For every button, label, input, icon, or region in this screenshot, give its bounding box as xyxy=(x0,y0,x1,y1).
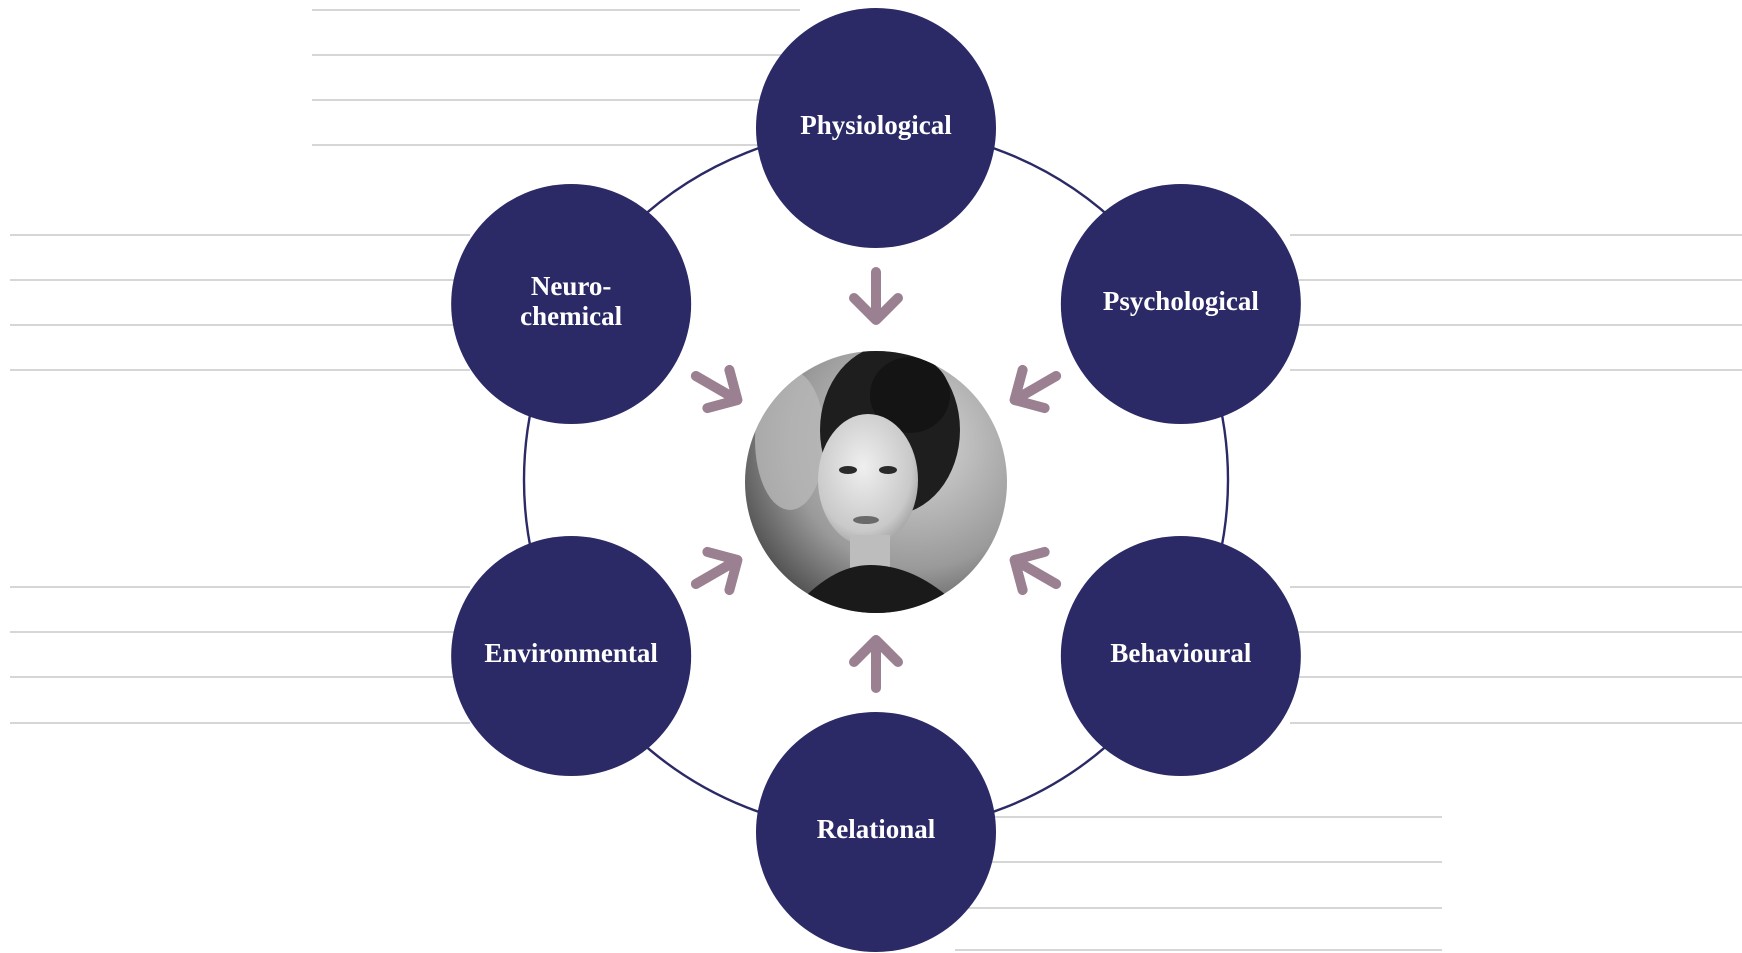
arrow-from-physiological xyxy=(849,267,903,325)
node-circle-physiological xyxy=(756,8,996,248)
arrow-from-neurochemical xyxy=(690,364,743,414)
guide-lines-bottom xyxy=(955,816,1442,951)
arrow-from-behavioural xyxy=(1009,546,1062,596)
node-label-neurochemical-line-2: chemical xyxy=(520,301,622,331)
node-label-relational: Relational xyxy=(817,814,936,844)
arrow-from-psychological xyxy=(1009,364,1062,414)
arrow-from-relational xyxy=(849,635,903,693)
node-physiological: Physiological xyxy=(756,8,996,248)
factor-nodes: PhysiologicalPsychologicalBehaviouralRel… xyxy=(451,8,1301,952)
inward-arrows xyxy=(690,267,1062,693)
guide-lines-top-left xyxy=(312,9,800,146)
guide-lines-left-lower xyxy=(10,586,470,724)
node-label-physiological: Physiological xyxy=(800,110,952,140)
node-label-environmental: Environmental xyxy=(484,638,658,668)
node-psychological: Psychological xyxy=(1060,184,1301,424)
node-circle-psychological xyxy=(1060,184,1301,424)
node-neurochemical: Neuro-chemical xyxy=(451,184,692,424)
node-environmental: Environmental xyxy=(451,536,692,776)
node-label-behavioural: Behavioural xyxy=(1110,638,1252,668)
guide-lines-left-upper xyxy=(10,234,470,371)
node-circle-neurochemical xyxy=(451,184,692,424)
node-label-psychological: Psychological xyxy=(1103,286,1259,316)
guide-lines-right-lower xyxy=(1290,586,1742,724)
node-circle-behavioural xyxy=(1060,536,1301,776)
node-relational: Relational xyxy=(756,712,996,952)
arrow-from-environmental xyxy=(690,546,743,596)
guide-lines-right-upper xyxy=(1290,234,1742,371)
node-behavioural: Behavioural xyxy=(1060,536,1301,776)
node-circle-environmental xyxy=(451,536,692,776)
node-circle-relational xyxy=(756,712,996,952)
portrait-photo xyxy=(745,351,1007,613)
node-label-neurochemical-line-1: Neuro- xyxy=(531,271,612,301)
